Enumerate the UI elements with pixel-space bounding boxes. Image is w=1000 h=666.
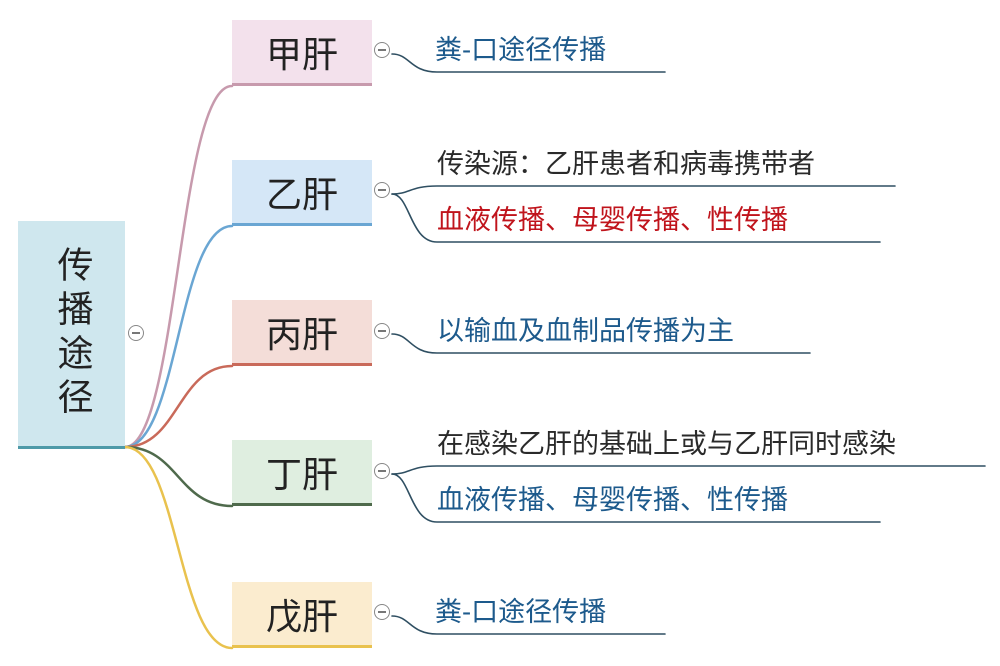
branch-label: 戊肝 xyxy=(265,596,338,638)
branch-collapse-icon[interactable] xyxy=(374,323,390,339)
branch-label: 丙肝 xyxy=(265,314,338,356)
leaf-connector xyxy=(391,185,896,195)
root-branch-connector xyxy=(123,364,234,449)
branch-label: 丁肝 xyxy=(265,454,338,496)
root-collapse-icon[interactable] xyxy=(128,325,144,341)
leaf-connector xyxy=(391,615,666,635)
leaf-text: 在感染乙肝的基础上或与乙肝同时感染 xyxy=(437,429,896,460)
leaf-text: 传染源：乙肝患者和病毒携带者 xyxy=(437,149,815,180)
root-branch-connector xyxy=(123,224,234,449)
leaf-text: 血液传播、母婴传播、性传播 xyxy=(437,205,788,236)
branch-label: 乙肝 xyxy=(265,174,338,216)
root-branch-connector xyxy=(123,84,234,449)
leaf-text: 血液传播、母婴传播、性传播 xyxy=(437,485,788,516)
leaf-text: 以输血及血制品传播为主 xyxy=(437,316,734,347)
leaf-connector xyxy=(391,193,881,243)
leaf-connector xyxy=(391,53,666,73)
root-label: 传播途径 xyxy=(51,245,93,422)
branch-node-wugan[interactable]: 戊肝 xyxy=(232,582,372,648)
branch-collapse-icon[interactable] xyxy=(374,463,390,479)
branch-node-dinggan[interactable]: 丁肝 xyxy=(232,440,372,506)
branch-node-yigan[interactable]: 乙肝 xyxy=(232,160,372,226)
branch-collapse-icon[interactable] xyxy=(374,182,390,198)
branch-label: 甲肝 xyxy=(265,34,338,76)
root-branch-connector xyxy=(123,445,234,508)
leaf-connector xyxy=(391,473,881,523)
leaf-text: 粪-口途径传播 xyxy=(435,597,607,628)
branch-collapse-icon[interactable] xyxy=(374,42,390,58)
leaf-connector xyxy=(391,465,986,475)
branch-node-binggan[interactable]: 丙肝 xyxy=(232,300,372,366)
leaf-text: 粪-口途径传播 xyxy=(435,35,607,66)
branch-collapse-icon[interactable] xyxy=(374,604,390,620)
root-node[interactable]: 传播途径 xyxy=(18,221,125,449)
branch-node-jiagan[interactable]: 甲肝 xyxy=(232,20,372,86)
leaf-connector xyxy=(391,333,811,354)
root-branch-connector xyxy=(123,445,234,650)
